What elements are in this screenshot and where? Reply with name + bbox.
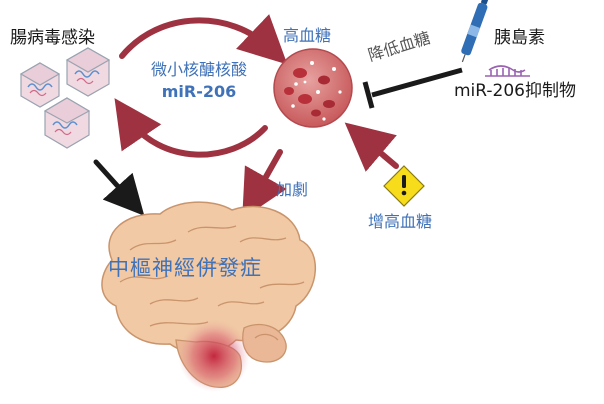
blood-cells-icon bbox=[273, 48, 353, 128]
rna-strand-icon bbox=[485, 65, 530, 77]
microrna-name: 微小核醣核酸 bbox=[150, 60, 247, 79]
virus-icon bbox=[19, 47, 111, 149]
arrow-virus-to-blood bbox=[119, 14, 288, 65]
microrna-label: 微小核醣核酸 miR-206 bbox=[138, 62, 260, 100]
cns-complications-label: 中樞神經併發症 bbox=[108, 256, 262, 280]
insulin-label: 胰島素 bbox=[494, 28, 545, 48]
inhibition-line bbox=[362, 67, 463, 109]
hyperglycemia-label: 高血糖 bbox=[283, 26, 332, 45]
brain-icon bbox=[101, 201, 316, 392]
insulin-pen-icon bbox=[461, 0, 489, 63]
warning-icon bbox=[383, 165, 425, 207]
enterovirus-infection-label: 腸病毒感染 bbox=[10, 28, 95, 48]
increase-blood-sugar-label: 增高血糖 bbox=[368, 212, 433, 231]
mir206-inhibitor-label: miR-206抑制物 bbox=[454, 81, 576, 101]
arrow-blood-to-virus bbox=[114, 98, 268, 158]
microrna-id: miR-206 bbox=[161, 82, 237, 101]
arrow-warning-to-blood bbox=[344, 122, 399, 172]
arrow-virus-to-brain bbox=[93, 159, 145, 216]
aggravate-label: 加劇 bbox=[276, 180, 309, 199]
arrow-blood-to-brain bbox=[242, 149, 287, 219]
